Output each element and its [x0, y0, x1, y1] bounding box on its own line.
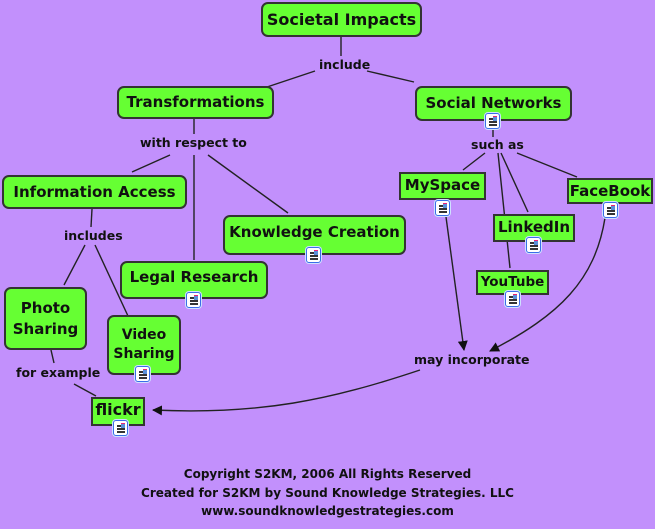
concept-label: YouTube	[480, 274, 545, 291]
footer-website[interactable]: www.soundknowledgestrategies.com	[201, 504, 454, 518]
concept-label: LinkedIn	[497, 217, 571, 236]
linking-phrase-with-respect-to[interactable]: with respect to	[140, 135, 247, 150]
concept-label: flickr	[95, 400, 141, 420]
document-image-icon[interactable]	[306, 247, 321, 263]
linking-phrase-includes[interactable]: includes	[64, 228, 123, 243]
concept-label: MySpace	[404, 175, 481, 194]
link-photo-forexample	[50, 349, 55, 364]
concept-label-line2: Sharing	[12, 319, 79, 338]
link-suchas-facebook	[516, 152, 578, 178]
link-mayincorporate-flickr	[152, 369, 421, 416]
concept-label: Information Access	[13, 182, 176, 201]
linking-phrase-such-as[interactable]: such as	[471, 137, 524, 152]
concept-transformations[interactable]: Transformations	[117, 86, 274, 119]
document-image-icon[interactable]	[603, 202, 618, 218]
document-image-icon[interactable]	[526, 237, 541, 253]
concept-label: Knowledge Creation	[229, 222, 400, 241]
concept-label: FaceBook	[569, 181, 651, 200]
concept-facebook[interactable]: FaceBook	[567, 178, 653, 204]
link-suchas-youtube	[497, 152, 511, 269]
link-facebook-mayincorporate	[489, 217, 606, 352]
concept-label-line2: Sharing	[113, 346, 175, 362]
linking-phrase-for-example[interactable]: for example	[16, 365, 101, 380]
concept-label: Transformations	[126, 93, 265, 112]
link-includes-video	[94, 244, 129, 317]
document-image-icon[interactable]	[135, 366, 150, 382]
concept-label: Social Networks	[425, 94, 562, 113]
concept-youtube[interactable]: YouTube	[476, 270, 549, 295]
linking-phrase-may-incorporate[interactable]: may incorporate	[414, 352, 530, 367]
link-includes-photo	[63, 244, 86, 286]
link-infoaccess-includes	[90, 208, 93, 228]
link-suchas-myspace	[462, 152, 486, 171]
concept-societal-impacts[interactable]: Societal Impacts	[261, 2, 422, 37]
link-include-socialnetworks	[366, 70, 415, 83]
footer-copyright: Copyright S2KM, 2006 All Rights Reserved	[183, 467, 472, 481]
document-image-icon[interactable]	[505, 291, 520, 307]
link-include-transformations	[263, 70, 316, 89]
concept-photo-sharing[interactable]: Photo Sharing	[4, 287, 87, 350]
document-image-icon[interactable]	[113, 420, 128, 436]
document-image-icon[interactable]	[435, 200, 450, 216]
concept-myspace[interactable]: MySpace	[399, 172, 486, 200]
concept-information-access[interactable]: Information Access	[2, 175, 187, 209]
link-withrespect-knowledge	[207, 154, 289, 214]
concept-label-line1: Photo	[20, 299, 71, 318]
linking-phrase-include[interactable]: include	[319, 57, 371, 72]
concept-label-line1: Video	[121, 327, 167, 344]
concept-label: Societal Impacts	[266, 9, 417, 29]
concept-label: Legal Research	[129, 267, 259, 286]
footer-credit: Created for S2KM by Sound Knowledge Stra…	[141, 486, 514, 500]
document-image-icon[interactable]	[485, 113, 500, 129]
link-withrespect-infoaccess	[131, 154, 171, 173]
link-suchas-linkedin	[500, 152, 529, 213]
link-myspace-mayincorporate	[445, 216, 468, 351]
concept-linkedin[interactable]: LinkedIn	[493, 214, 575, 242]
link-forexample-flickr	[73, 383, 97, 397]
document-image-icon[interactable]	[186, 292, 201, 308]
